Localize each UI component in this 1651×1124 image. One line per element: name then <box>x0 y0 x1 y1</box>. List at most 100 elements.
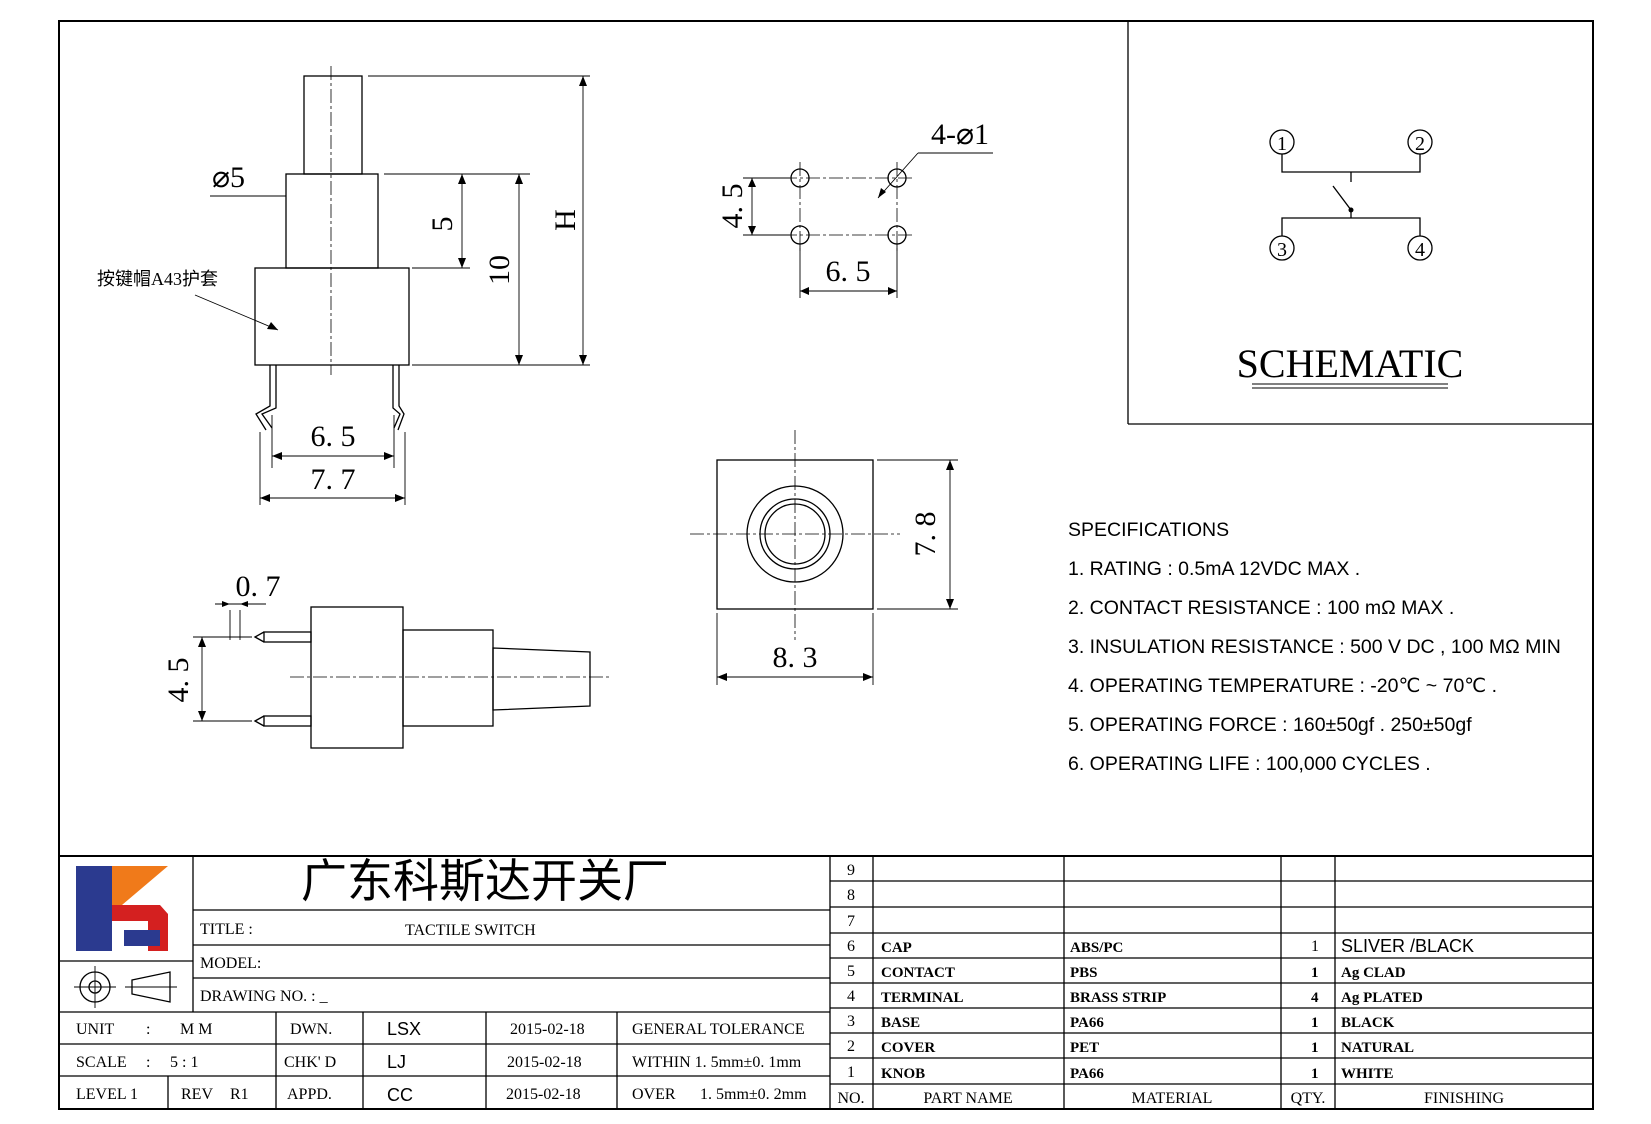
bom-finishing: NATURAL <box>1341 1040 1414 1056</box>
spec-item-2: 2. CONTACT RESISTANCE : 100 mΩ MAX . <box>1068 597 1454 619</box>
bom-no: 9 <box>847 862 855 879</box>
bom-qty: 1 <box>1311 1040 1319 1056</box>
bom-finishing: Ag PLATED <box>1341 990 1423 1006</box>
bom-no: 3 <box>847 1013 855 1030</box>
spec-item-4: 4. OPERATING TEMPERATURE : -20℃ ~ 70℃ . <box>1068 675 1497 697</box>
keycap-note: 按键帽A43护套 <box>97 269 218 289</box>
dim-H: H <box>549 209 582 231</box>
dim-6.5-holes: 6. 5 <box>826 255 871 288</box>
bom-header-material: MATERIAL <box>1132 1090 1213 1107</box>
appd-date: 2015-02-18 <box>506 1086 581 1103</box>
tolerance-over-value: 1. 5mm±0. 2mm <box>700 1086 807 1103</box>
front-view: ⌀5 5 10 H 按键帽A43护套 6. 5 7. 7 <box>97 66 590 505</box>
level-label: LEVEL 1 <box>76 1086 138 1103</box>
unit-colon: : <box>146 1021 150 1038</box>
model-label: MODEL: <box>200 955 261 972</box>
bom-finishing: BLACK <box>1341 1015 1395 1031</box>
schematic-panel: 1 2 3 4 SCHEMATIC <box>1127 21 1593 425</box>
title-label: TITLE : <box>200 921 253 938</box>
bom-name: BASE <box>881 1015 920 1031</box>
dim-10: 10 <box>483 255 516 285</box>
table-row: 5 CONTACT PBS 1 Ag CLAD <box>847 963 1406 981</box>
table-row: 6 CAP ABS/PC 1 SLIVER /BLACK <box>847 936 1474 956</box>
bom-qty: 1 <box>1311 965 1319 981</box>
bom-name: COVER <box>881 1040 935 1056</box>
dim-8.3: 8. 3 <box>773 641 818 674</box>
spec-item-3: 3. INSULATION RESISTANCE : 500 V DC , 10… <box>1068 636 1561 658</box>
table-row: 1 KNOB PA66 1 WHITE <box>847 1064 1394 1082</box>
bom-qty: 1 <box>1311 1015 1319 1031</box>
bom-no: 4 <box>847 988 855 1005</box>
appd-label: APPD. <box>287 1086 332 1103</box>
title-block: 广东科斯达开关厂 TITLE : TACTILE SWITCH MODEL: D… <box>59 855 1593 1109</box>
bom-material: PA66 <box>1070 1015 1104 1031</box>
bom-finishing: WHITE <box>1341 1066 1394 1082</box>
bom-table: 9 8 7 6 CAP ABS/PC 1 SLIVER /BLACK 5 CON… <box>830 856 1593 1109</box>
company-logo <box>76 866 168 951</box>
top-view: 7. 8 8. 3 <box>690 430 958 685</box>
bom-name: KNOB <box>881 1066 925 1082</box>
bom-header-no: NO. <box>837 1090 864 1107</box>
bom-finishing: Ag CLAD <box>1341 965 1406 981</box>
title-value: TACTILE SWITCH <box>405 922 536 939</box>
bom-finishing: SLIVER /BLACK <box>1341 936 1474 956</box>
tolerance-over-label: OVER <box>632 1086 676 1103</box>
dim-7.7: 7. 7 <box>311 463 356 496</box>
bom-header-name: PART NAME <box>923 1090 1012 1107</box>
tolerance-title: GENERAL TOLERANCE <box>632 1021 805 1038</box>
specifications: SPECIFICATIONS 1. RATING : 0.5mA 12VDC M… <box>1068 519 1561 775</box>
dim-4-holes: 4-⌀1 <box>931 118 989 151</box>
table-row: 2 COVER PET 1 NATURAL <box>847 1038 1414 1056</box>
scale-colon: : <box>146 1054 150 1071</box>
table-row: 7 <box>847 913 855 930</box>
spec-item-1: 1. RATING : 0.5mA 12VDC MAX . <box>1068 558 1360 580</box>
bom-header-finishing: FINISHING <box>1424 1090 1504 1107</box>
bom-no: 2 <box>847 1038 855 1055</box>
bom-qty: 1 <box>1311 938 1319 955</box>
dim-7.8: 7. 8 <box>909 512 942 557</box>
bom-header-qty: QTY. <box>1291 1090 1326 1107</box>
dim-4.5-holes: 4. 5 <box>716 184 749 229</box>
bom-no: 6 <box>847 938 855 955</box>
bom-name: CONTACT <box>881 965 955 981</box>
dim-6.5-front: 6. 5 <box>311 420 356 453</box>
unit-label: UNIT <box>76 1021 114 1038</box>
appd-name: CC <box>387 1085 413 1105</box>
bom-name: TERMINAL <box>881 990 964 1006</box>
bom-no: 8 <box>847 887 855 904</box>
chk-label: CHK' D <box>284 1054 336 1071</box>
bom-qty: 4 <box>1311 990 1319 1006</box>
rev-value: R1 <box>230 1086 249 1103</box>
rev-label: REV <box>181 1086 213 1103</box>
tolerance-within: WITHIN 1. 5mm±0. 1mm <box>632 1054 802 1071</box>
bom-material: PET <box>1070 1040 1099 1056</box>
pin-4-label: 4 <box>1415 239 1425 261</box>
dwn-date: 2015-02-18 <box>510 1021 585 1038</box>
bom-no: 5 <box>847 963 855 980</box>
schematic-title: SCHEMATIC <box>1237 341 1464 386</box>
dim-4.5-side: 4. 5 <box>162 658 195 703</box>
dwn-label: DWN. <box>290 1021 332 1038</box>
table-row: 9 <box>847 862 855 879</box>
table-row: 3 BASE PA66 1 BLACK <box>847 1013 1395 1031</box>
pin-1-label: 1 <box>1277 133 1287 155</box>
sheet-border <box>58 20 1594 1110</box>
scale-value: 5 : 1 <box>170 1054 198 1071</box>
drawing-no-label: DRAWING NO. : _ <box>200 988 329 1005</box>
unit-value: M M <box>180 1021 212 1038</box>
bom-material: BRASS STRIP <box>1070 990 1166 1006</box>
side-view: 0. 7 4. 5 <box>162 570 612 749</box>
dwn-name: LSX <box>387 1019 421 1039</box>
table-row: 4 TERMINAL BRASS STRIP 4 Ag PLATED <box>847 988 1423 1006</box>
hole-pattern: 4. 5 6. 5 4-⌀1 <box>716 118 993 298</box>
bom-material: PBS <box>1070 965 1098 981</box>
bom-no: 1 <box>847 1064 855 1081</box>
bom-material: PA66 <box>1070 1066 1104 1082</box>
bom-name: CAP <box>881 940 912 956</box>
bom-no: 7 <box>847 913 855 930</box>
projection-symbol <box>74 966 177 1008</box>
chk-date: 2015-02-18 <box>507 1054 582 1071</box>
spec-item-6: 6. OPERATING LIFE : 100,000 CYCLES . <box>1068 753 1431 775</box>
